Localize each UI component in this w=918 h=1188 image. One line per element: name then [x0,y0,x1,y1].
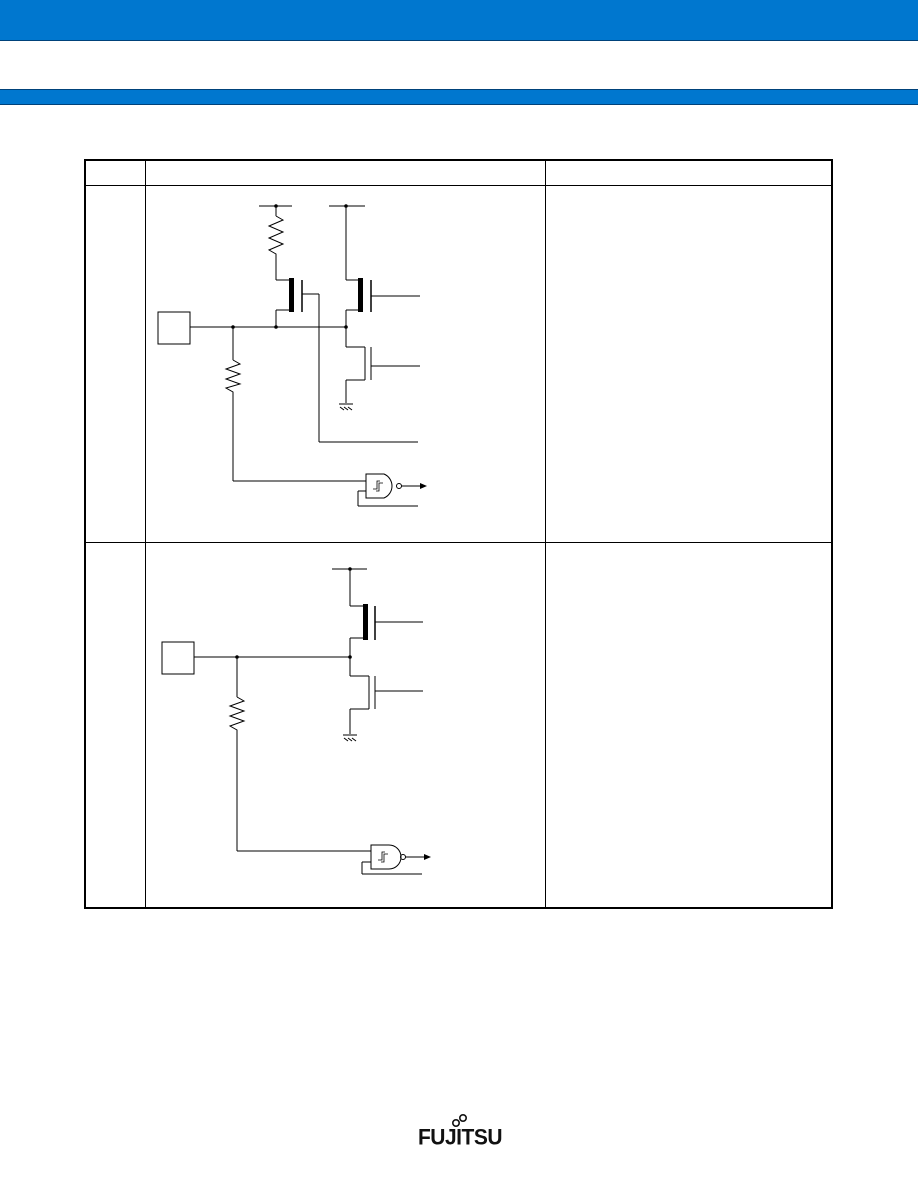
table-row-1-remarks [546,187,831,542]
table-header-divider [86,185,831,186]
table-row-2-remarks [546,544,831,907]
section-header-band [0,89,918,105]
top-header-band [0,0,918,41]
io-circuit-table [84,159,833,909]
logo-infinity-icon [452,1113,468,1128]
table-row-1-type [86,187,145,542]
table-col-divider-2 [545,161,546,907]
table-header-circuit [146,161,545,185]
table-row-divider [86,542,831,543]
table-header-remarks [546,161,831,185]
table-header-type [86,161,145,185]
table-col-divider-1 [145,161,146,907]
fujitsu-logo: FUJITSU [412,1112,508,1152]
table-row-2-type [86,544,145,907]
logo-text: FUJITSU [417,1125,503,1150]
